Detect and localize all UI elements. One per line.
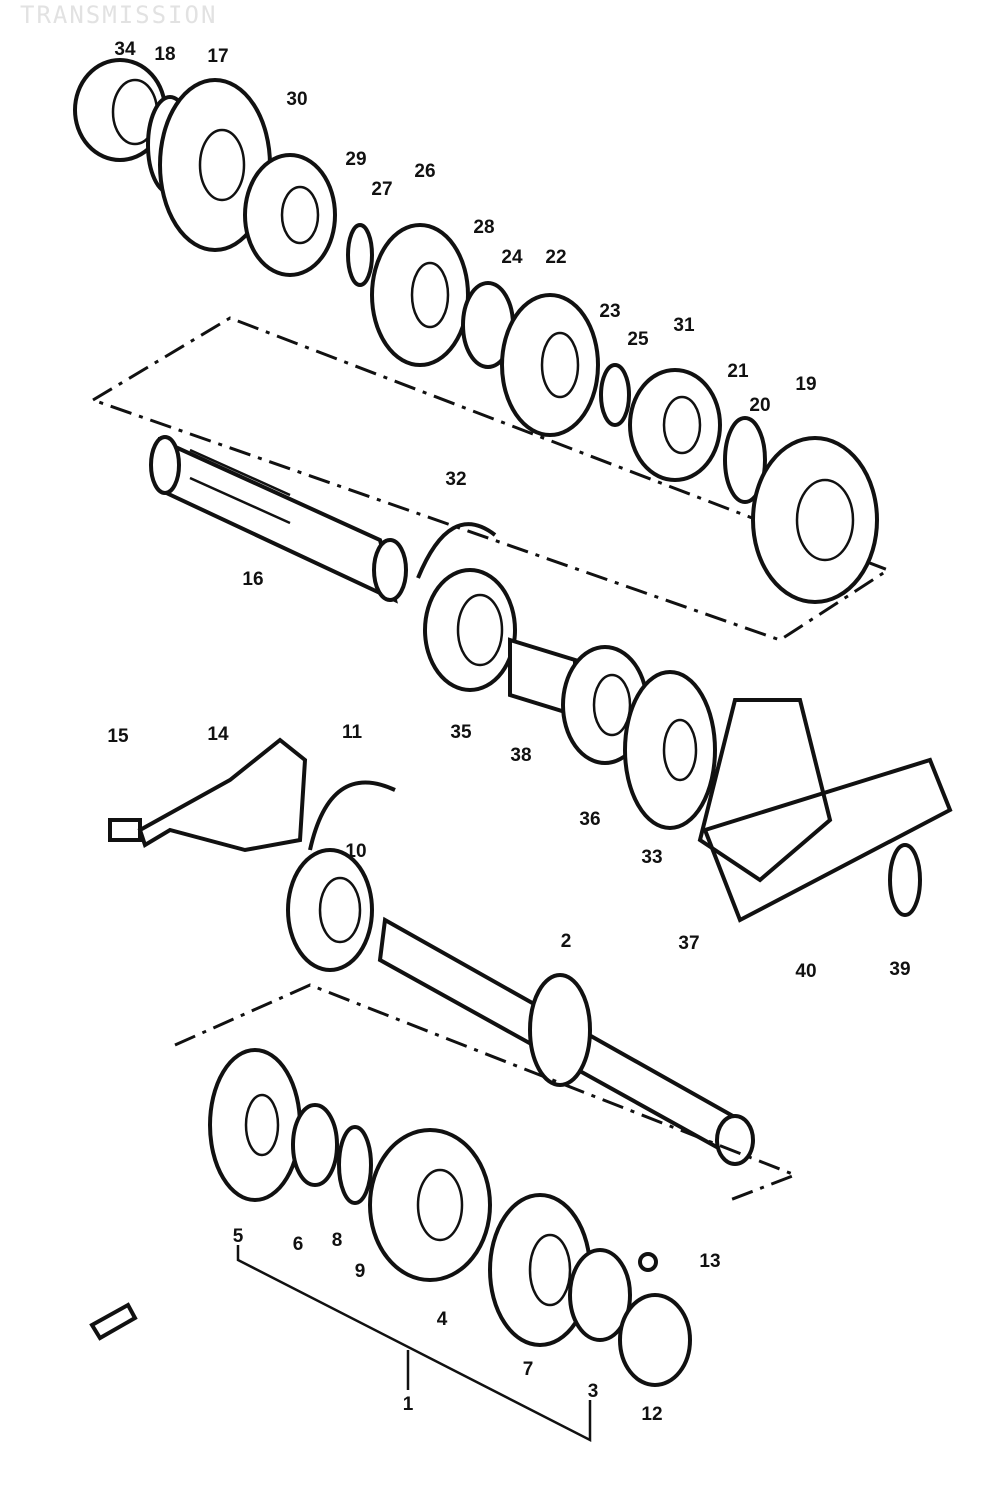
callout-26: 26 xyxy=(414,161,436,182)
callout-30: 30 xyxy=(286,89,308,110)
front-arrow-icon xyxy=(89,1302,138,1341)
callout-2: 2 xyxy=(560,931,572,952)
callout-40: 40 xyxy=(795,961,817,982)
callout-37: 37 xyxy=(678,933,700,954)
callout-19: 19 xyxy=(795,374,817,395)
bearing-spacer-seal xyxy=(423,568,717,830)
callout-31: 31 xyxy=(673,315,695,336)
callout-25: 25 xyxy=(627,329,649,350)
callout-38: 38 xyxy=(510,745,532,766)
callout-28: 28 xyxy=(473,217,495,238)
callout-17: 17 xyxy=(207,46,229,67)
callout-12: 12 xyxy=(641,1404,663,1425)
callout-14: 14 xyxy=(207,724,229,745)
callout-27: 27 xyxy=(371,179,393,200)
callout-8: 8 xyxy=(331,1230,343,1251)
callout-29: 29 xyxy=(345,149,367,170)
callout-5: 5 xyxy=(232,1226,244,1247)
callout-35: 35 xyxy=(450,722,472,743)
callout-7: 7 xyxy=(522,1359,534,1380)
callout-21: 21 xyxy=(727,361,749,382)
sprocket-and-chain xyxy=(697,698,953,923)
circlip xyxy=(416,522,497,579)
driveshaft-group-outline xyxy=(174,983,800,1202)
callout-13: 13 xyxy=(699,1251,721,1272)
callout-10: 10 xyxy=(345,841,367,862)
countershaft xyxy=(149,435,408,604)
driveshaft xyxy=(286,848,755,1166)
driveshaft-gears xyxy=(208,1048,692,1387)
callout-22: 22 xyxy=(545,247,567,268)
callout-6: 6 xyxy=(292,1234,304,1255)
countershaft-gears xyxy=(73,58,879,604)
callout-3: 3 xyxy=(587,1381,599,1402)
callout-9: 9 xyxy=(354,1261,366,1282)
bottom-group-bracket xyxy=(236,1245,592,1443)
callout-11: 11 xyxy=(341,722,363,743)
callout-15: 15 xyxy=(107,726,129,747)
bolt-and-retainer-plate xyxy=(108,737,396,853)
callout-1: 1 xyxy=(402,1394,414,1415)
callout-32: 32 xyxy=(445,469,467,490)
callout-20: 20 xyxy=(749,395,771,416)
diagram-title: TRANSMISSION xyxy=(20,1,218,29)
callout-36: 36 xyxy=(579,809,601,830)
callout-33: 33 xyxy=(641,847,663,868)
callout-39: 39 xyxy=(889,959,911,980)
callout-24: 24 xyxy=(501,247,523,268)
callout-4: 4 xyxy=(436,1309,448,1330)
callout-16: 16 xyxy=(242,569,264,590)
callout-23: 23 xyxy=(599,301,621,322)
callout-18: 18 xyxy=(154,44,176,65)
callout-34: 34 xyxy=(114,39,136,60)
countershaft-group-outline xyxy=(92,316,892,642)
